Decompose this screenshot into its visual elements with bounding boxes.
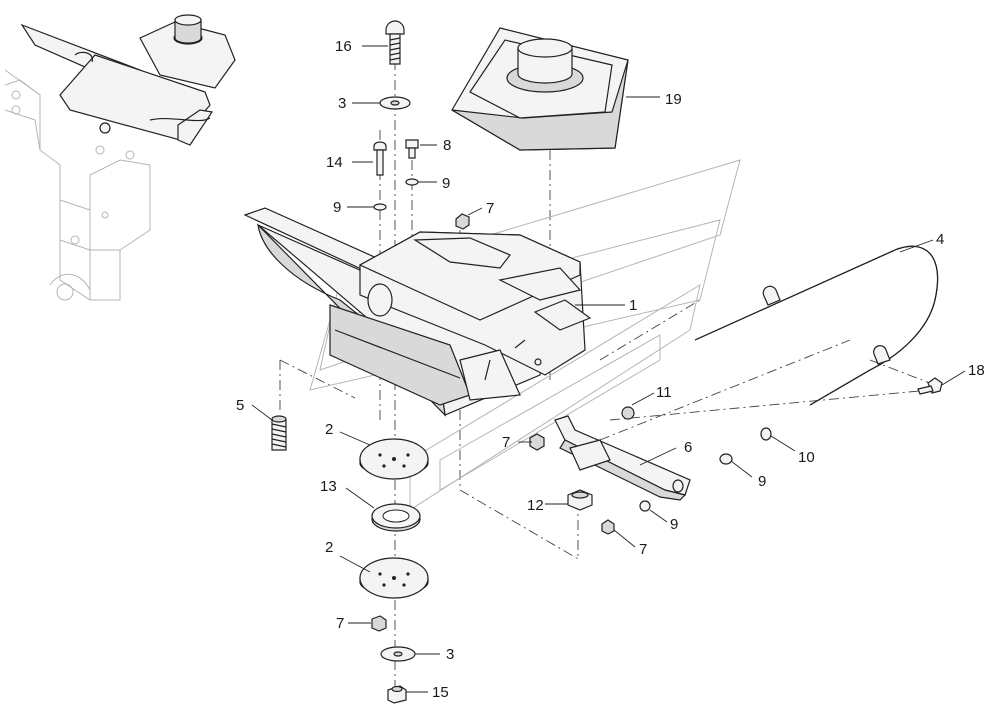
part-13-ring: [371, 503, 421, 532]
part-4-wire-handle: [694, 245, 939, 406]
callout-8: 8: [443, 137, 451, 154]
leader-lines: [251, 45, 966, 693]
part-10-spacer: [760, 427, 772, 441]
part-18-screw: [917, 377, 943, 395]
callout-7-a: 7: [486, 200, 494, 217]
part-8-screw: [405, 139, 419, 159]
callout-19: 19: [665, 91, 682, 108]
callout-14: 14: [326, 154, 343, 171]
callout-12: 12: [527, 497, 544, 514]
callout-labels: 16 3 19 8 14 9 9 7 4 1 18 5 11 2 7 6 10 …: [236, 38, 985, 701]
inset-overview-drawing: [4, 14, 236, 301]
callout-9-a: 9: [442, 175, 450, 192]
callout-2-top: 2: [325, 421, 333, 438]
ghost-outlines: [309, 159, 741, 511]
callout-6: 6: [684, 439, 692, 456]
part-15-cap-nut: [387, 685, 407, 704]
part-2-plates: [359, 438, 429, 599]
part-9-washers: [373, 178, 733, 512]
callout-7-b: 7: [502, 434, 510, 451]
callout-4: 4: [936, 231, 944, 248]
part-19-cover: [451, 27, 629, 151]
callout-15: 15: [432, 684, 449, 701]
part-3-washer-bottom: [380, 646, 416, 662]
callout-3-bottom: 3: [446, 646, 454, 663]
callout-2-bottom: 2: [325, 539, 333, 556]
callout-1: 1: [629, 297, 637, 314]
part-6-lever: [554, 415, 691, 501]
callout-5: 5: [236, 397, 244, 414]
part-3-washer-top: [379, 96, 411, 110]
callout-9-b: 9: [333, 199, 341, 216]
part-7-nuts: [371, 213, 615, 632]
part-1-main-bracket: [243, 207, 592, 417]
part-14-bolt: [373, 141, 387, 176]
callout-7-c: 7: [639, 541, 647, 558]
callout-11: 11: [656, 384, 672, 401]
part-12-nut: [567, 489, 593, 511]
callout-9-c: 9: [758, 473, 766, 490]
callout-7-d: 7: [336, 615, 344, 632]
callout-13: 13: [320, 478, 337, 495]
part-16-bolt: [385, 20, 405, 65]
callout-18: 18: [968, 362, 985, 379]
callout-9-d: 9: [670, 516, 678, 533]
callout-16: 16: [335, 38, 352, 55]
part-11-bushing: [621, 406, 635, 420]
part-5-spring: [271, 415, 287, 451]
callout-10: 10: [798, 449, 815, 466]
callout-3-top: 3: [338, 95, 346, 112]
